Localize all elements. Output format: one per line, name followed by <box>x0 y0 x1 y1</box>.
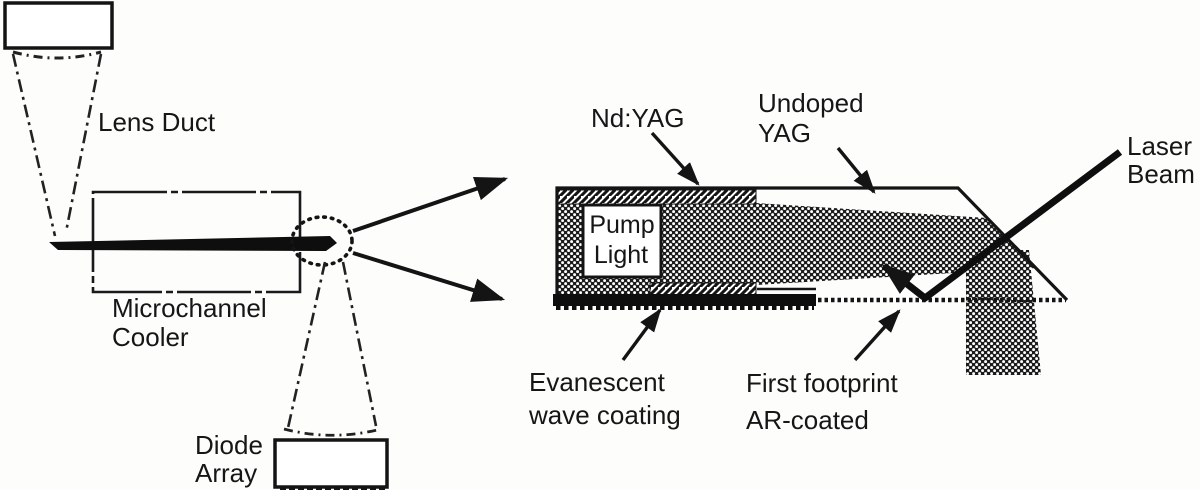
slab-outline <box>555 186 1069 302</box>
pump-light-region-lower-left <box>558 282 651 296</box>
upper-duct-left-edge <box>11 53 57 237</box>
laser-label-line2: Beam <box>1127 159 1195 189</box>
diode-label-line2: Array <box>195 458 257 488</box>
undoped-label-line2: YAG <box>758 118 811 148</box>
evanescent-coating-bar <box>553 294 816 306</box>
laser-label-line1: Laser <box>1127 131 1192 161</box>
slab-side-view <box>49 236 337 251</box>
diode-label-line1: Diode <box>195 430 263 460</box>
lower-duct-lens-arc <box>283 427 378 437</box>
undoped-arrow <box>836 146 876 194</box>
cooler-label-line1: Microchannel <box>112 293 267 323</box>
undoped-label-line1: Undoped <box>758 88 864 118</box>
lower-duct-right-edge <box>341 261 378 427</box>
lens-duct-label: Lens Duct <box>98 107 216 137</box>
slab-cross-section-view: Pump Light Nd:YAG Undoped YAG Laser Beam… <box>528 88 1195 435</box>
pump-label-line1: Pump <box>589 211 654 239</box>
magnified-region-circle <box>290 215 354 267</box>
diode-array-box <box>273 438 389 489</box>
upper-duct-lens-arc <box>12 50 102 60</box>
evanescent-arrow <box>621 308 662 362</box>
zoom-arrow-upper <box>352 177 509 233</box>
footprint-label-line2: AR-coated <box>746 405 869 435</box>
upper-duct-right-edge <box>64 53 103 233</box>
upper-diode-array-box <box>3 1 114 50</box>
evanescent-label-line2: wave coating <box>528 400 681 430</box>
pump-light-exit-column <box>966 250 1041 375</box>
lower-duct-left-edge <box>286 261 327 429</box>
nd-yag-label: Nd:YAG <box>591 103 684 133</box>
cooler-label-line2: Cooler <box>112 322 189 352</box>
footprint-label-line1: First footprint <box>746 368 898 398</box>
footprint-arrow <box>853 309 901 362</box>
laser-beam-path <box>881 149 1123 303</box>
pump-label-line2: Light <box>594 241 648 269</box>
pump-hardware-view: Lens Duct Microchannel Cooler Diode Arra… <box>3 1 509 490</box>
zoom-arrow-lower <box>352 251 506 302</box>
evanescent-label-line1: Evanescent <box>529 367 666 397</box>
nd-yag-arrow <box>650 131 700 186</box>
nd-yag-top-layer <box>557 189 757 205</box>
pump-light-box <box>581 203 663 279</box>
